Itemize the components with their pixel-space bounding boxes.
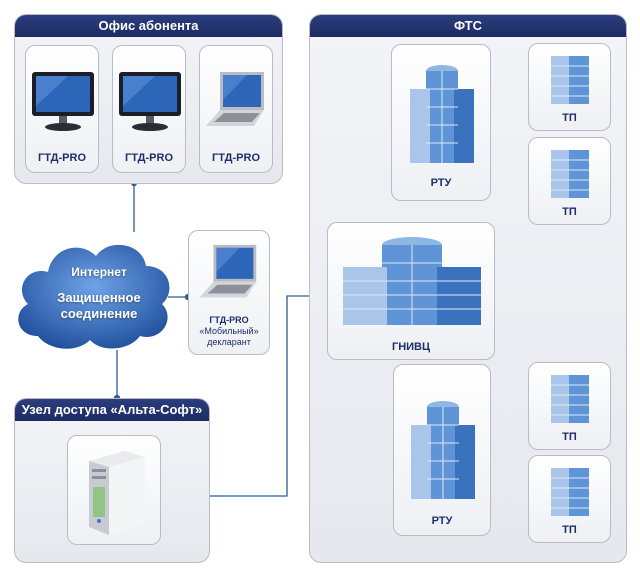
office-device-2: ГТД-PRO <box>112 45 186 173</box>
node-server-card <box>67 435 161 545</box>
rtu-top-label: РТУ <box>430 177 452 189</box>
building-icon <box>410 65 474 163</box>
tp-1: ТП <box>528 43 611 131</box>
mobile-line1: ГТД-PRO <box>209 315 249 325</box>
tp-4-label: ТП <box>562 524 577 536</box>
tp-1-label: ТП <box>562 112 577 124</box>
cloud-line2: Защищенное <box>57 290 141 305</box>
office-device-1-label: ГТД-PRO <box>37 152 87 164</box>
server-icon <box>89 451 145 535</box>
office-panel: Офис абонента ГТД-PRO ГТД-PRO ГТД-P <box>14 14 283 184</box>
building-icon <box>551 468 589 516</box>
cloud-line3: соединение <box>60 306 138 321</box>
office-title: Офис абонента <box>15 15 282 37</box>
building-icon <box>551 375 589 423</box>
building-icon <box>551 150 589 198</box>
office-device-3: ГТД-PRO <box>199 45 273 173</box>
gnivc: ГНИВЦ <box>327 222 495 360</box>
tp-2: ТП <box>528 137 611 225</box>
building-icon <box>551 56 589 104</box>
laptop-icon <box>199 244 257 298</box>
tp-3: ТП <box>528 362 611 450</box>
mobile-line3: декларант <box>207 337 251 347</box>
gnivc-label: ГНИВЦ <box>391 341 431 353</box>
mobile-line2: «Мобильный» <box>199 326 259 336</box>
node-title: Узел доступа «Альта-Софт» <box>15 399 209 421</box>
cloud-icon <box>18 244 170 349</box>
office-device-1: ГТД-PRO <box>25 45 99 173</box>
rtu-top: РТУ <box>391 44 491 201</box>
rtu-bottom-label: РТУ <box>431 515 453 527</box>
tp-2-label: ТП <box>562 206 577 218</box>
monitor-icon <box>119 72 181 131</box>
monitor-icon <box>32 72 94 131</box>
building-icon <box>411 401 475 499</box>
cloud-line1: Интернет <box>71 265 127 279</box>
office-device-3-label: ГТД-PRO <box>211 152 261 164</box>
tp-3-label: ТП <box>562 431 577 443</box>
building-icon <box>343 237 481 325</box>
mobile-device: ГТД-PRO «Мобильный» декларант <box>188 230 270 355</box>
fts-title: ФТС <box>310 15 626 37</box>
tp-4: ТП <box>528 455 611 543</box>
laptop-icon <box>206 72 264 126</box>
rtu-bottom: РТУ <box>393 364 491 536</box>
office-device-2-label: ГТД-PRO <box>124 152 174 164</box>
node-panel: Узел доступа «Альта-Софт» <box>14 398 210 563</box>
